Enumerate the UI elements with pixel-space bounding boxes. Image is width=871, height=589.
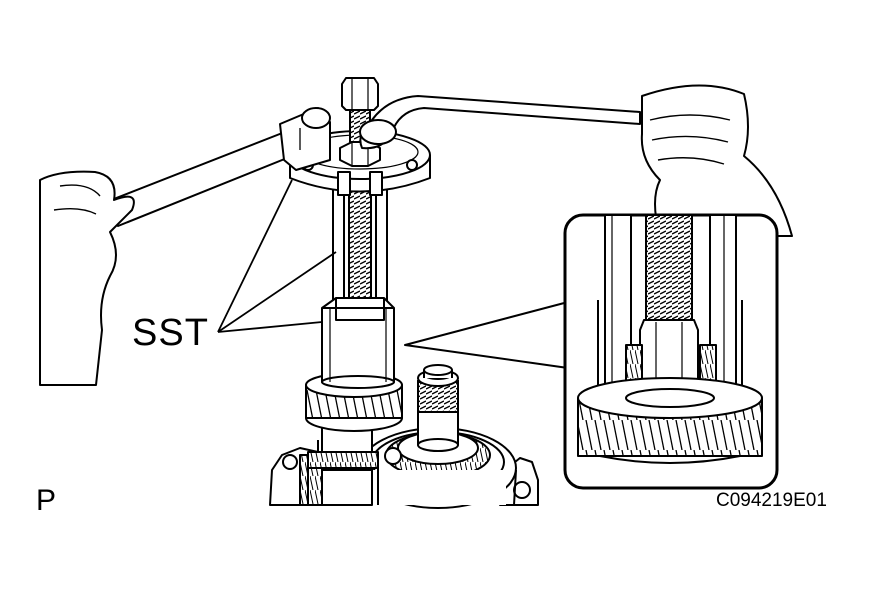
left-hand — [39, 170, 135, 386]
socket-wrench — [105, 107, 331, 227]
sst-label: SST — [132, 312, 209, 354]
view-letter-label: P — [36, 484, 57, 517]
detail-inset — [563, 213, 779, 490]
sst-leader-lines — [217, 179, 337, 333]
puller-sleeve — [321, 297, 395, 389]
ring-wrench — [359, 95, 641, 150]
figure-code-label: C094219E01 — [716, 490, 827, 511]
right-hand — [640, 84, 793, 237]
countershaft — [307, 420, 379, 506]
callout-pointer — [404, 301, 569, 369]
output-shaft — [417, 364, 459, 452]
